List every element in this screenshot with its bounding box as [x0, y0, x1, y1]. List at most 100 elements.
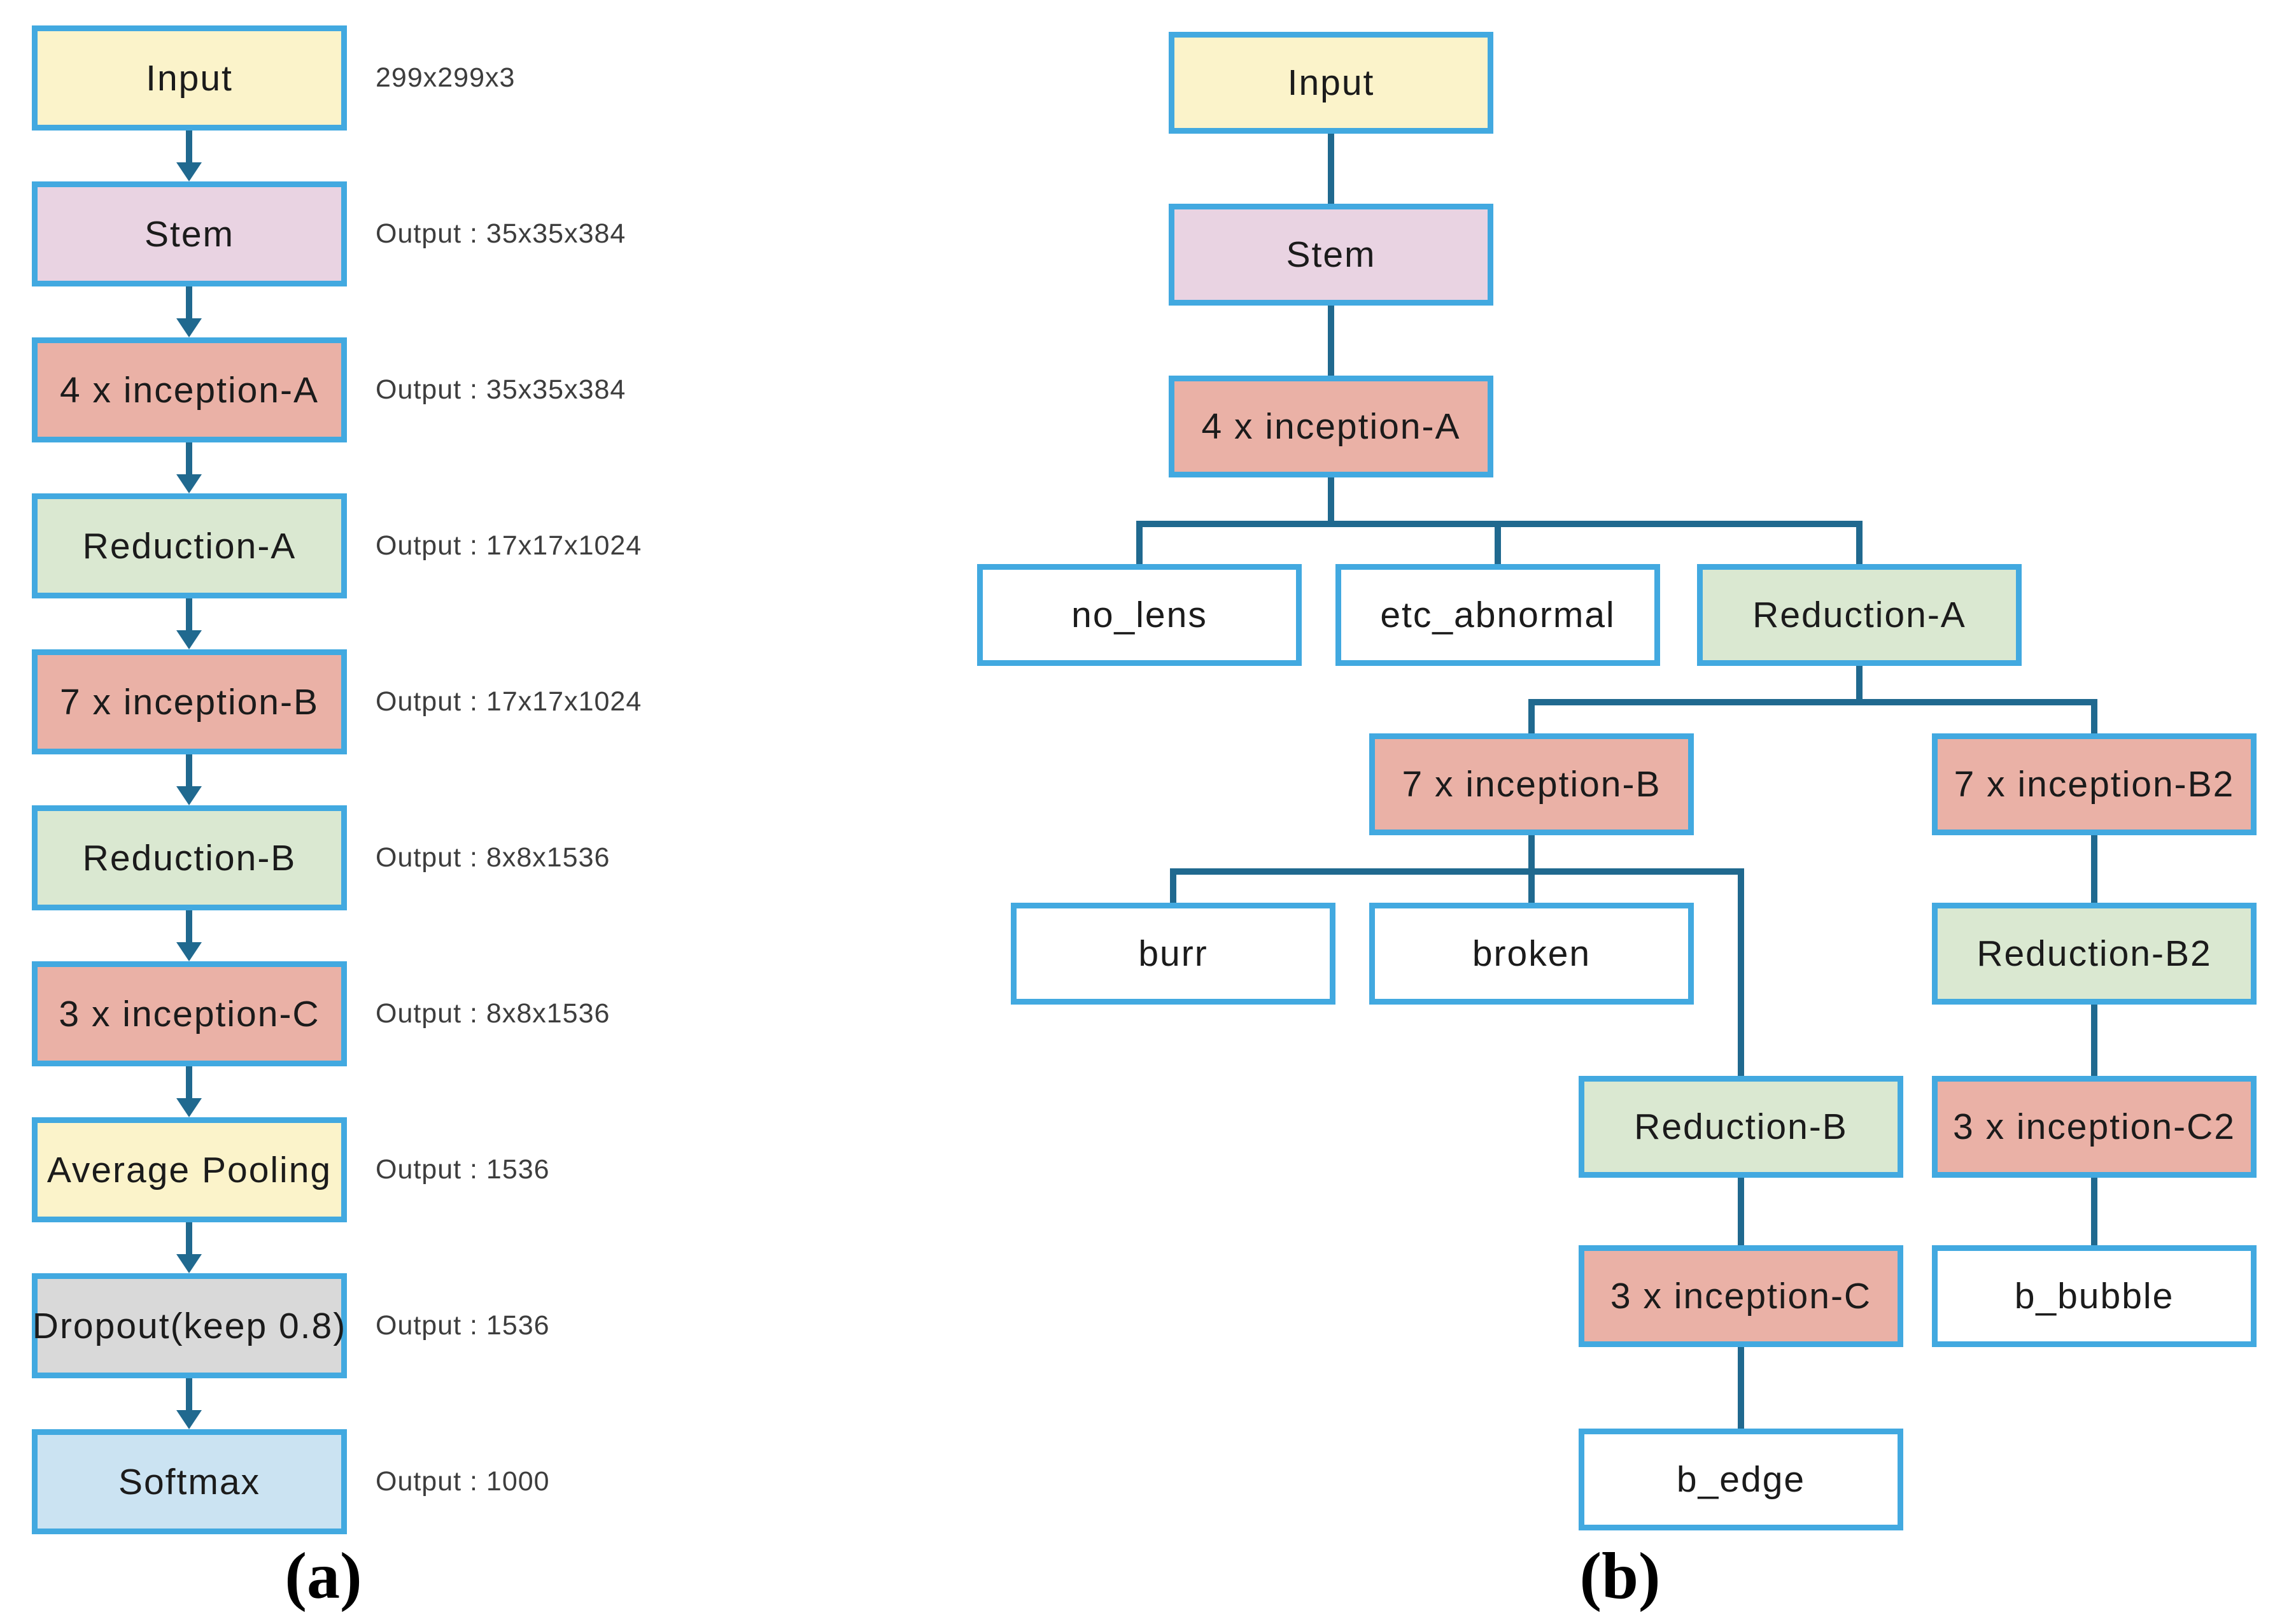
node-a-dropout: Dropout(keep 0.8): [32, 1273, 347, 1378]
connector-line: [1170, 868, 1744, 875]
node-b-b-bubble: b_bubble: [1932, 1245, 2257, 1347]
node-b-inception-c2: 3 x inception-C2: [1932, 1076, 2257, 1178]
annotation-inception-b: Output : 17x17x1024: [376, 686, 642, 717]
node-label: 3 x inception-C2: [1953, 1106, 2236, 1147]
caption-b: (b): [1579, 1539, 1661, 1613]
connector-line: [1738, 873, 1744, 1076]
node-a-input: Input: [32, 25, 347, 131]
connector-line: [1328, 134, 1334, 204]
node-label: burr: [1138, 933, 1208, 974]
node-label: Reduction-B2: [1976, 933, 2212, 974]
connector-line: [1528, 835, 1535, 872]
node-label: 7 x inception-B2: [1954, 764, 2235, 805]
node-label: Dropout(keep 0.8): [32, 1305, 347, 1346]
connector-line: [1528, 873, 1535, 903]
node-label: Average Pooling: [46, 1149, 332, 1190]
down-arrowhead-icon: [176, 786, 202, 805]
down-arrowhead-icon: [176, 1254, 202, 1273]
down-arrow-icon: [186, 1066, 192, 1099]
node-label: 7 x inception-B: [1402, 764, 1661, 805]
node-a-inception-b: 7 x inception-B: [32, 649, 347, 754]
node-b-inception-a: 4 x inception-A: [1169, 376, 1493, 477]
connector-line: [1528, 704, 1535, 733]
node-label: Reduction-B: [1634, 1106, 1848, 1147]
node-label: Reduction-A: [82, 525, 297, 567]
node-label: Stem: [1286, 234, 1376, 275]
annotation-input: 299x299x3: [376, 62, 516, 93]
down-arrowhead-icon: [176, 162, 202, 181]
connector-line: [1170, 873, 1176, 903]
connector-line: [1136, 521, 1863, 527]
down-arrow-icon: [186, 442, 192, 476]
node-label: no_lens: [1071, 595, 1208, 635]
connector-line: [1328, 477, 1334, 524]
down-arrow-icon: [186, 1378, 192, 1411]
node-a-stem: Stem: [32, 181, 347, 286]
annotation-stem: Output : 35x35x384: [376, 218, 626, 249]
connector-line: [2091, 1005, 2097, 1076]
node-b-inception-b2: 7 x inception-B2: [1932, 733, 2257, 835]
annotation-inception-c: Output : 8x8x1536: [376, 998, 610, 1029]
down-arrowhead-icon: [176, 1098, 202, 1117]
node-b-reduction-b2: Reduction-B2: [1932, 903, 2257, 1005]
node-label: 7 x inception-B: [59, 681, 320, 723]
node-b-reduction-a: Reduction-A: [1697, 564, 2022, 666]
down-arrow-icon: [186, 910, 192, 943]
down-arrowhead-icon: [176, 318, 202, 337]
annotation-reduction-a: Output : 17x17x1024: [376, 530, 642, 561]
down-arrowhead-icon: [176, 474, 202, 493]
node-b-broken: broken: [1369, 903, 1694, 1005]
node-a-softmax: Softmax: [32, 1429, 347, 1534]
annotation-dropout: Output : 1536: [376, 1310, 550, 1341]
node-a-reduction-a: Reduction-A: [32, 493, 347, 598]
connector-line: [1495, 526, 1501, 564]
node-label: Stem: [144, 213, 235, 255]
connector-line: [2091, 835, 2097, 903]
node-a-inception-a: 4 x inception-A: [32, 337, 347, 442]
annotation-average-pooling: Output : 1536: [376, 1154, 550, 1185]
node-b-b-edge: b_edge: [1579, 1429, 1903, 1530]
connector-line: [2091, 704, 2097, 733]
node-b-no-lens: no_lens: [977, 564, 1302, 666]
annotation-softmax: Output : 1000: [376, 1466, 550, 1497]
node-a-average-pooling: Average Pooling: [32, 1117, 347, 1222]
connector-line: [2091, 1178, 2097, 1245]
node-label: b_edge: [1676, 1459, 1806, 1500]
connector-line: [1738, 1178, 1744, 1245]
node-label: 4 x inception-A: [59, 369, 320, 411]
down-arrow-icon: [186, 131, 192, 164]
node-label: Input: [1287, 62, 1375, 103]
down-arrow-icon: [186, 286, 192, 320]
node-label: Softmax: [118, 1461, 261, 1502]
node-a-reduction-b: Reduction-B: [32, 805, 347, 910]
node-b-input: Input: [1169, 32, 1493, 134]
node-b-inception-b: 7 x inception-B: [1369, 733, 1694, 835]
connector-line: [1856, 526, 1863, 564]
node-b-inception-c: 3 x inception-C: [1579, 1245, 1903, 1347]
down-arrowhead-icon: [176, 1410, 202, 1429]
node-label: Reduction-B: [82, 837, 297, 879]
node-label: Input: [146, 57, 233, 99]
node-a-inception-c: 3 x inception-C: [32, 961, 347, 1066]
node-label: 3 x inception-C: [1610, 1276, 1872, 1317]
node-label: b_bubble: [2014, 1276, 2174, 1317]
node-b-burr: burr: [1011, 903, 1335, 1005]
node-label: etc_abnormal: [1380, 595, 1616, 635]
down-arrow-icon: [186, 754, 192, 787]
annotation-reduction-b: Output : 8x8x1536: [376, 842, 610, 873]
caption-a: (a): [285, 1539, 362, 1613]
connector-line: [1738, 1347, 1744, 1429]
connector-line: [1856, 666, 1863, 702]
annotation-inception-a: Output : 35x35x384: [376, 374, 626, 405]
node-label: broken: [1472, 933, 1591, 974]
down-arrowhead-icon: [176, 630, 202, 649]
node-label: Reduction-A: [1752, 595, 1966, 635]
node-b-reduction-b: Reduction-B: [1579, 1076, 1903, 1178]
connector-line: [1328, 306, 1334, 376]
connector-line: [1528, 699, 2097, 705]
node-label: 3 x inception-C: [59, 993, 320, 1034]
down-arrow-icon: [186, 1222, 192, 1255]
connector-line: [1136, 526, 1143, 564]
node-b-stem: Stem: [1169, 204, 1493, 306]
